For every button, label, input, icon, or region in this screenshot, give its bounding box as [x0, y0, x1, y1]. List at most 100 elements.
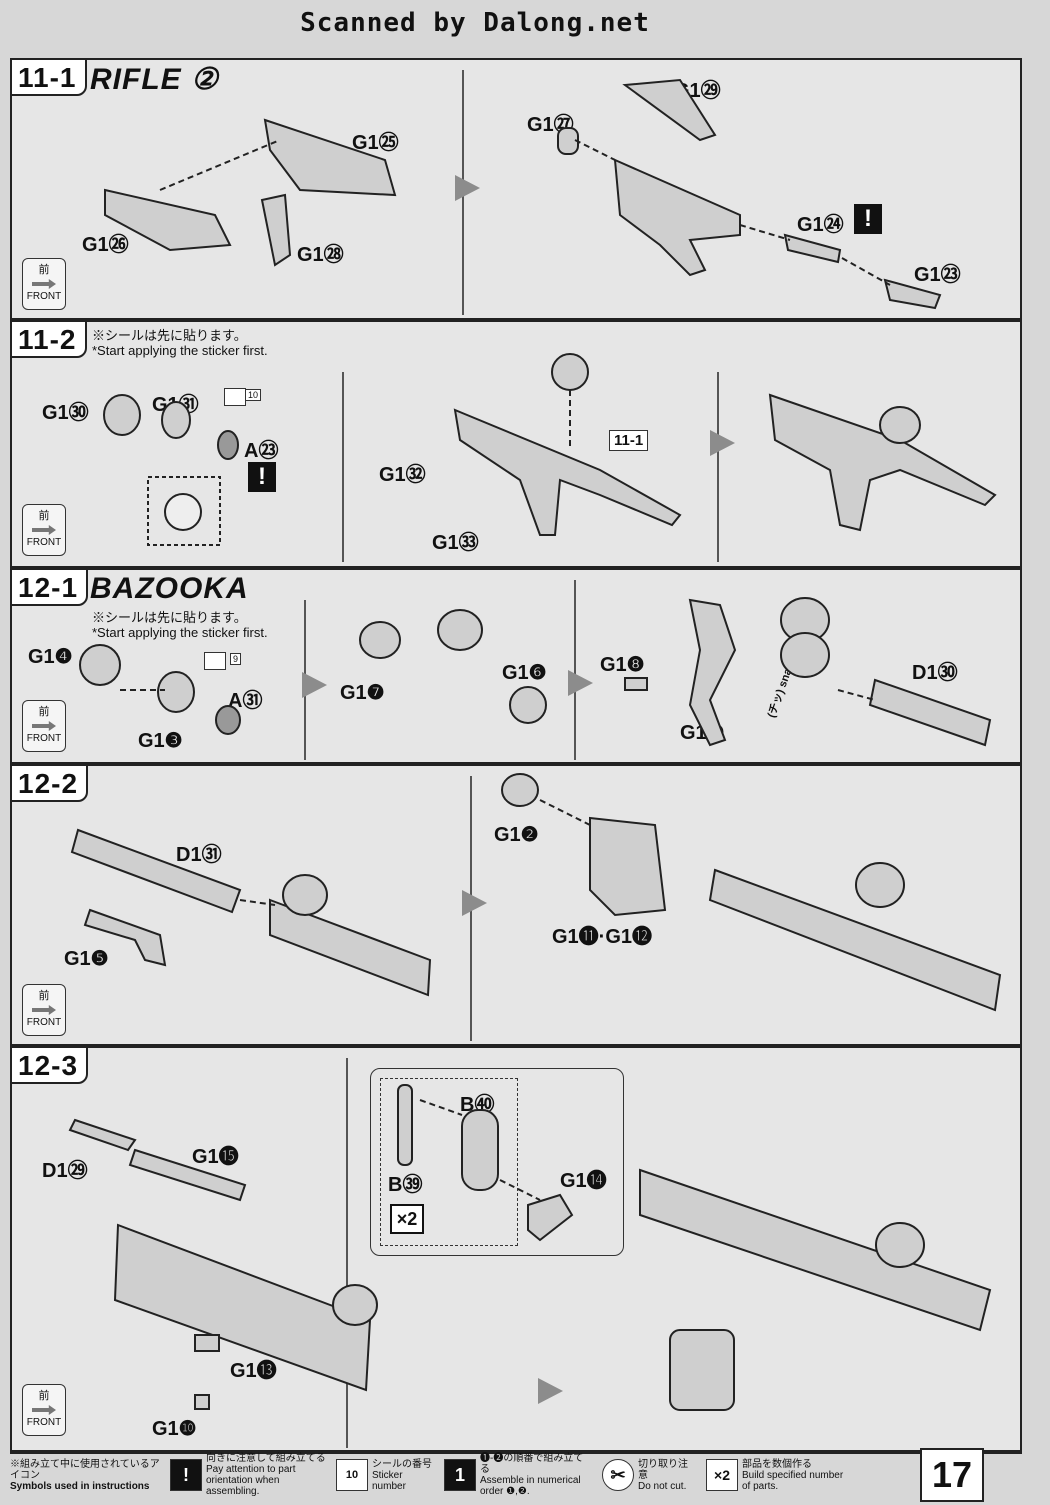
legend-title-en: Symbols used in instructions: [10, 1480, 150, 1492]
title-text: RIFLE: [90, 63, 182, 96]
title-number: ②: [191, 63, 219, 96]
front-label: FRONT: [26, 291, 62, 302]
front-label: FRONT: [26, 733, 62, 744]
front-indicator: 前 FRONT: [22, 504, 66, 556]
rifle-grip-part: [260, 193, 292, 267]
warning-icon: !: [170, 1459, 202, 1491]
reference-step-tag: 11-1: [609, 430, 649, 451]
note-jp: ※シールは先に貼ります。: [92, 328, 247, 343]
part-label-g25: G1㉕: [352, 132, 399, 154]
watermark: Scanned by Dalong.net: [300, 8, 650, 38]
front-indicator: 前 FRONT: [22, 984, 66, 1036]
part-label-g24: G1㉔: [797, 214, 844, 236]
shell-stack-b40: [461, 1109, 499, 1191]
part-label-g28: G1㉘: [297, 244, 344, 266]
sticker-number-icon: 10: [336, 1459, 368, 1491]
step-number: 12-1: [10, 568, 89, 606]
step-arrow-icon: [302, 672, 327, 698]
legend-en: Sticker number: [372, 1469, 406, 1492]
rifle-complete: [768, 393, 997, 532]
rifle-upper-part: [263, 118, 397, 197]
front-label: FRONT: [26, 1417, 62, 1428]
front-arrow-icon: [32, 525, 56, 535]
shell-sprue-b39: [397, 1084, 413, 1166]
note-en: *Start applying the sticker first.: [92, 343, 268, 358]
bazooka-assembly-scope: [332, 1284, 378, 1326]
rifle-barrel-part: [104, 188, 232, 252]
part-label-g33: G1㉝: [432, 532, 479, 554]
rifle-top-cover: [622, 78, 717, 142]
part-label-a31: A㉛: [228, 690, 263, 712]
part-label-b39: B㊴: [388, 1174, 423, 1196]
rifle-sight-part: [551, 353, 589, 391]
bazooka-sight-lens: [157, 671, 195, 713]
rifle-complete-sight: [879, 406, 921, 444]
bazooka-grip-part: [688, 598, 737, 747]
part-label-d30: D1㉚: [912, 662, 958, 684]
part-label-g13: G1⓭: [230, 1360, 277, 1382]
step-arrow-icon: [455, 175, 480, 201]
sticker-number: 9: [229, 653, 241, 665]
part-label-g2: G1❷: [494, 824, 539, 846]
part-label-g8: G1❽: [600, 654, 645, 676]
front-indicator: 前 FRONT: [22, 1384, 66, 1436]
bazooka-sight-b: [437, 609, 483, 651]
legend-jp: ❶-❷の順番で組み立てる: [480, 1453, 584, 1475]
legend-title-jp: ※組み立て中に使用されているアイコン: [10, 1458, 160, 1481]
shell-holder-g14: [527, 1193, 574, 1242]
bazooka-magazine-part: [589, 816, 667, 917]
sticker-detail-box: [147, 476, 221, 546]
bazooka-assembly-tube: [113, 1223, 372, 1392]
assembly-guide-line: [499, 1179, 541, 1201]
front-kanji: 前: [38, 1390, 50, 1402]
front-kanji: 前: [38, 264, 50, 276]
divider: [717, 372, 719, 562]
step-11-1: 11-1 RIFLE ② G1㉕ G1㉖ G1㉘ G1㉙ G1㉗ G1㉔ ! G…: [10, 58, 1022, 320]
front-indicator: 前 FRONT: [22, 258, 66, 310]
part-label-g26: G1㉖: [82, 234, 129, 256]
assembly-guide-line: [419, 1099, 463, 1116]
part-label-g11-g12: G1⓫·G1⓬: [552, 926, 653, 948]
step-number: 12-2: [10, 764, 89, 802]
legend-jp: 切り取り注意: [638, 1458, 688, 1481]
front-arrow-icon: [32, 1405, 56, 1415]
bazooka-strap-part: [68, 1118, 137, 1152]
bazooka-rail-g15: [128, 1148, 247, 1202]
assembly-guide-line: [739, 224, 791, 241]
section-title: RIFLE ②: [90, 62, 219, 97]
step-arrow-icon: [710, 430, 735, 456]
legend-jp: シールの番号: [372, 1458, 432, 1470]
front-arrow-icon: [32, 279, 56, 289]
multiplier-icon: ×2: [706, 1459, 738, 1491]
bazooka-front-tube: [269, 898, 432, 997]
note-jp: ※シールは先に貼ります。: [92, 610, 247, 625]
assembly-guide-line: [159, 139, 281, 191]
sight-lens-part: [161, 401, 191, 439]
front-arrow-icon: [32, 721, 56, 731]
divider: [574, 580, 576, 760]
page-number: 17: [920, 1448, 984, 1502]
bazooka-scope-back: [780, 632, 830, 678]
rifle-tip-part: [883, 278, 942, 310]
rifle-assembled-body: [613, 158, 741, 277]
bazooka-sight-c: [509, 686, 547, 724]
sticker-number: 10: [244, 389, 261, 401]
front-label: FRONT: [26, 1017, 62, 1028]
bazooka-sight-ring: [79, 644, 121, 686]
part-label-a23: A㉓: [244, 440, 279, 462]
do-not-cut-icon: ✂: [602, 1459, 634, 1491]
bazooka-part-g13: [194, 1334, 220, 1352]
sticker-note: ※シールは先に貼ります。 *Start applying the sticker…: [92, 328, 268, 358]
part-label-g23: G1㉓: [914, 264, 961, 286]
front-indicator: 前 FRONT: [22, 700, 66, 752]
front-kanji: 前: [38, 510, 50, 522]
part-label-g10: G1❿: [152, 1418, 197, 1440]
divider: [346, 1058, 348, 1448]
assembly-guide-line: [837, 689, 876, 701]
part-label-g6: G1❻: [502, 662, 547, 684]
front-kanji: 前: [38, 990, 50, 1002]
legend-en: Pay attention to part orientation when a…: [206, 1464, 296, 1497]
